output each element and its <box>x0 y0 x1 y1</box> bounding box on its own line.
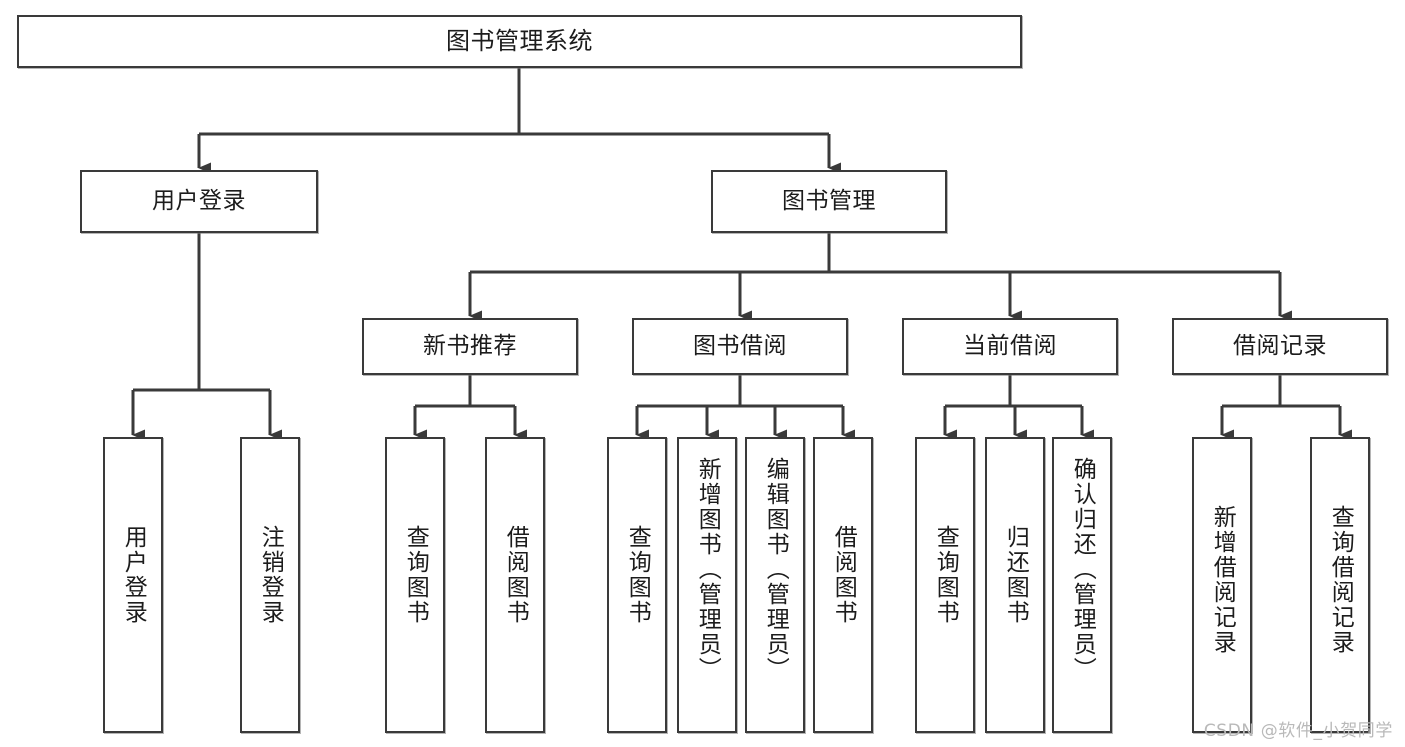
node-root[interactable]: 图书管理系统 <box>17 15 1022 68</box>
node-leaf-logout-label: 注销登录 <box>257 525 284 625</box>
node-user-login[interactable]: 用户登录 <box>80 170 318 233</box>
node-leaf-borrow-book-rec[interactable]: 借阅图书 <box>485 437 545 733</box>
edges-group <box>131 68 1352 441</box>
node-leaf-query-book-current[interactable]: 查询图书 <box>915 437 975 733</box>
node-leaf-user-login-label: 用户登录 <box>120 525 147 625</box>
node-leaf-add-book-label: 新增图书（管理员） <box>694 457 721 682</box>
node-book-borrow[interactable]: 图书借阅 <box>632 318 848 375</box>
node-leaf-add-record[interactable]: 新增借阅记录 <box>1192 437 1252 733</box>
node-book-borrow-label: 图书借阅 <box>693 332 787 359</box>
node-new-book-recommend-label: 新书推荐 <box>423 332 517 359</box>
node-leaf-return-book[interactable]: 归还图书 <box>985 437 1045 733</box>
node-leaf-query-book-rec[interactable]: 查询图书 <box>385 437 445 733</box>
node-leaf-logout[interactable]: 注销登录 <box>240 437 300 733</box>
node-leaf-query-record[interactable]: 查询借阅记录 <box>1310 437 1370 733</box>
node-leaf-borrow-book[interactable]: 借阅图书 <box>813 437 873 733</box>
node-leaf-query-book-borrow-label: 查询图书 <box>624 525 651 625</box>
node-root-label: 图书管理系统 <box>446 27 593 56</box>
node-book-manage-label: 图书管理 <box>782 187 876 214</box>
watermark-text: CSDN @软件_小贺同学 <box>1203 721 1393 741</box>
node-leaf-query-book-borrow[interactable]: 查询图书 <box>607 437 667 733</box>
node-leaf-borrow-book-label: 借阅图书 <box>830 525 857 625</box>
node-leaf-confirm-return[interactable]: 确认归还（管理员） <box>1052 437 1112 733</box>
node-leaf-edit-book[interactable]: 编辑图书（管理员） <box>745 437 805 733</box>
node-borrow-record[interactable]: 借阅记录 <box>1172 318 1388 375</box>
node-leaf-return-book-label: 归还图书 <box>1002 525 1029 625</box>
node-new-book-recommend[interactable]: 新书推荐 <box>362 318 578 375</box>
node-user-login-label: 用户登录 <box>152 187 246 214</box>
node-leaf-add-book[interactable]: 新增图书（管理员） <box>677 437 737 733</box>
node-leaf-query-book-current-label: 查询图书 <box>932 525 959 625</box>
node-current-borrow[interactable]: 当前借阅 <box>902 318 1118 375</box>
node-leaf-edit-book-label: 编辑图书（管理员） <box>762 457 789 682</box>
node-leaf-user-login[interactable]: 用户登录 <box>103 437 163 733</box>
node-book-manage[interactable]: 图书管理 <box>711 170 947 233</box>
node-leaf-confirm-return-label: 确认归还（管理员） <box>1069 457 1096 682</box>
node-current-borrow-label: 当前借阅 <box>963 332 1057 359</box>
node-borrow-record-label: 借阅记录 <box>1233 332 1327 359</box>
node-leaf-add-record-label: 新增借阅记录 <box>1209 505 1236 655</box>
node-leaf-borrow-book-rec-label: 借阅图书 <box>502 525 529 625</box>
node-leaf-query-record-label: 查询借阅记录 <box>1327 505 1354 655</box>
node-leaf-query-book-rec-label: 查询图书 <box>402 525 429 625</box>
